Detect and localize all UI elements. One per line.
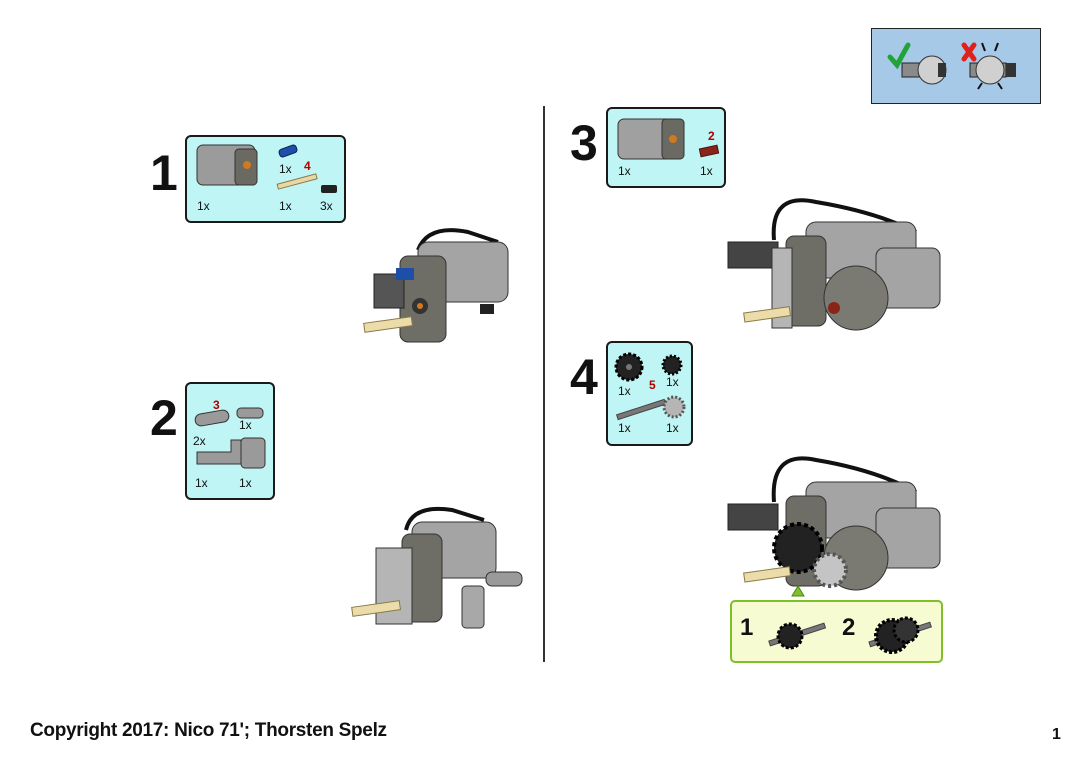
blue-pin-icon	[278, 144, 298, 158]
subassembly-label-2: 2	[842, 614, 856, 641]
connector-icon	[240, 437, 266, 469]
step-2-model-illustration	[351, 507, 523, 629]
part-qty: 1x	[197, 199, 210, 213]
part-qty: 1x	[700, 164, 713, 178]
subassembly-2-illustration	[868, 616, 932, 654]
part-qty: 1x	[239, 418, 252, 432]
beam-icon	[194, 409, 230, 427]
step-number-2: 2	[150, 390, 178, 446]
step-number-3: 3	[570, 115, 598, 171]
part-length: 4	[304, 159, 311, 173]
small-gear-icon	[661, 354, 683, 376]
part-length: 2	[708, 129, 715, 143]
red-axle-icon	[698, 144, 720, 158]
parts-callout-step-1: 1x 1x 4 1x 3x	[185, 135, 346, 223]
part-qty: 3x	[320, 199, 333, 213]
part-qty: 2x	[193, 434, 206, 448]
page-number: 1	[1052, 726, 1061, 743]
step-1-model-illustration	[363, 228, 509, 343]
black-pin-icon	[321, 185, 337, 193]
part-length: 3	[213, 398, 220, 412]
axle-pin-icon	[236, 407, 264, 419]
parts-callout-step-4: 1x 5 1x 1x 1x	[606, 341, 693, 446]
part-qty: 1x	[195, 476, 208, 490]
subassembly-callout: 1 2	[730, 600, 943, 663]
parts-callout-step-2: 3 2x 1x 1x 1x	[185, 382, 275, 500]
gray-gear-icon	[662, 395, 686, 419]
step-4-model-illustration	[727, 456, 941, 597]
part-qty: 1x	[666, 375, 679, 389]
part-qty: 1x	[239, 476, 252, 490]
part-qty: 1x	[279, 162, 292, 176]
orientation-hint-box	[871, 28, 1041, 104]
cross-icon	[961, 42, 977, 62]
gear-wrong-icon	[975, 55, 1005, 85]
copyright-text: Copyright 2017: Nico 71'; Thorsten Spelz	[30, 720, 387, 741]
axle-icon	[615, 398, 667, 421]
step-number-4: 4	[570, 349, 598, 405]
parts-callout-step-3: 2 1x 1x	[606, 107, 726, 188]
part-qty: 1x	[666, 421, 679, 435]
part-qty: 1x	[279, 199, 292, 213]
subassembly-label-1: 1	[740, 614, 754, 641]
orientation-hint-diagram	[887, 42, 1016, 90]
part-length: 5	[649, 378, 656, 392]
step-number-1: 1	[150, 145, 178, 201]
part-qty: 1x	[618, 421, 631, 435]
part-qty: 1x	[618, 384, 631, 398]
part-qty: 1x	[618, 164, 631, 178]
subassembly-1-illustration	[768, 622, 827, 650]
step-3-model-illustration	[727, 198, 941, 331]
column-divider	[543, 106, 545, 662]
axle-icon	[276, 173, 318, 190]
check-icon	[887, 42, 911, 70]
